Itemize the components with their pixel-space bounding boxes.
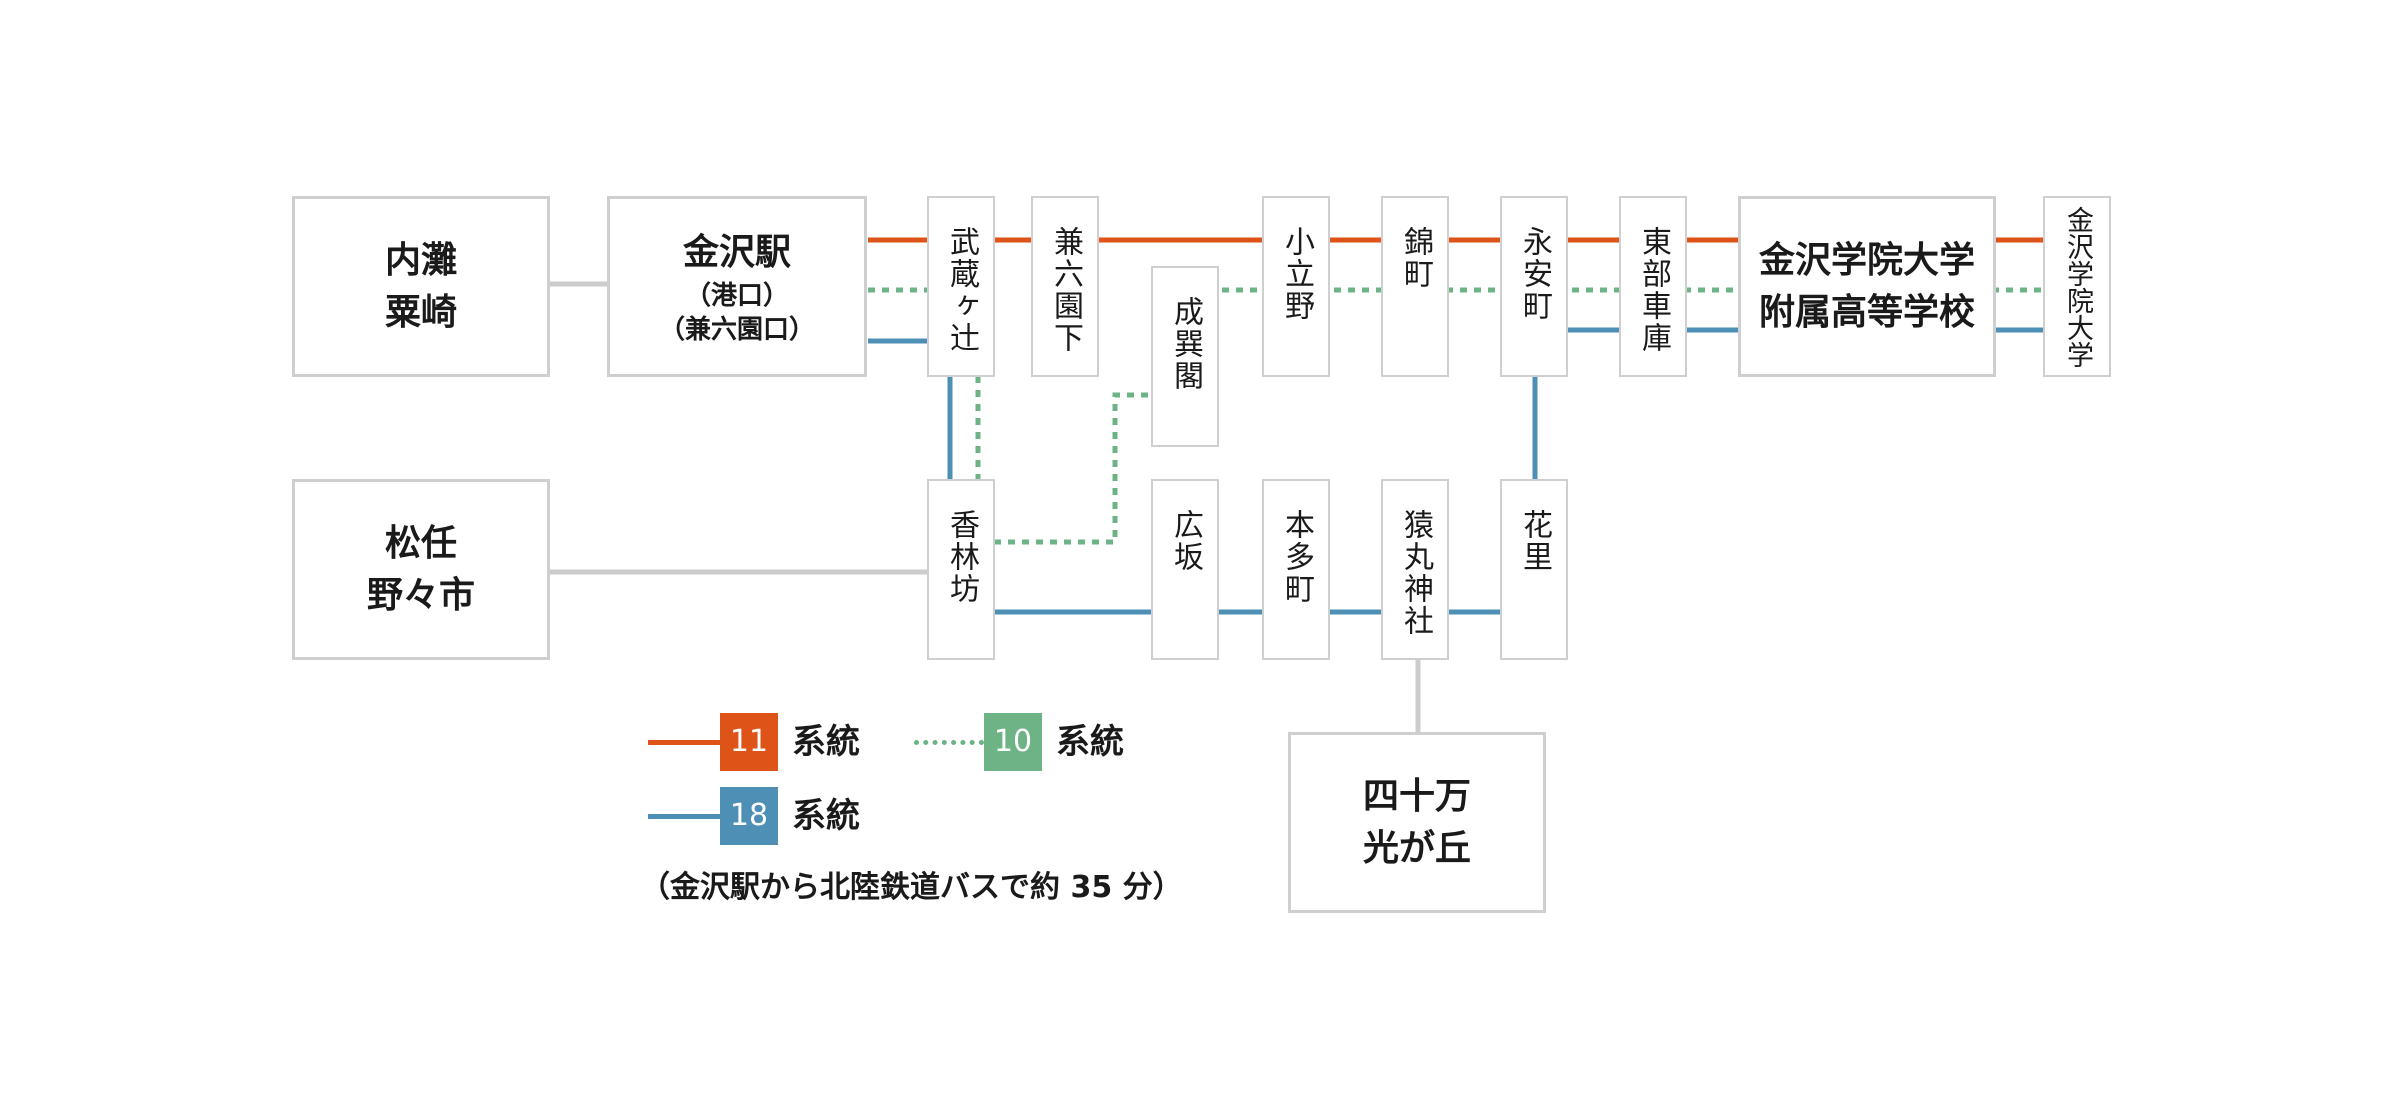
hub-yonjuman: 四十万 光が丘 (1288, 732, 1546, 913)
stop-kenrokuen-shita: 兼六園下 (1031, 196, 1099, 377)
stop-nishikimachi: 錦町 (1381, 196, 1449, 377)
legend-route18: 18 系統 (648, 787, 878, 845)
legend-route10-label: 系統 (1056, 722, 1124, 762)
stop-seisonkaku-label: 成巽閣 (1168, 296, 1203, 392)
hub-kanazawa-station-sub1: （港口） (684, 280, 789, 311)
legend-route10-number: 10 (984, 713, 1042, 771)
hub-uchinada-line1: 内灘 (384, 239, 457, 281)
legend-route11-number: 11 (720, 713, 778, 771)
stop-kanazawa-gakuin-univ-label: 金沢学院大学 (2062, 206, 2093, 368)
stop-korinbo: 香林坊 (927, 479, 995, 660)
stop-tobu-shako-label: 東部車庫 (1636, 226, 1671, 354)
hub-kanazawa-station-sub2: （兼六園口） (658, 314, 815, 345)
stop-musashigatsuji: 武蔵ヶ辻 (927, 196, 995, 377)
hub-yonjuman-line2: 光が丘 (1362, 827, 1471, 869)
stop-kotatsuno: 小立野 (1262, 196, 1330, 377)
legend-route11-swatch (648, 740, 724, 745)
hub-uchinada-line2: 粟崎 (384, 291, 457, 333)
stop-eiyasumachi-label: 永安町 (1517, 226, 1552, 322)
stop-hirosaka: 広坂 (1151, 479, 1219, 660)
stop-saruma-jinja-label: 猿丸神社 (1398, 509, 1433, 637)
hub-kanazawa-gakuin-hs-line2: 附属高等学校 (1758, 291, 1975, 333)
legend-route10: 10 系統 (914, 713, 1154, 771)
hub-matsuto-line2: 野々市 (366, 574, 475, 616)
stop-kanazawa-gakuin-univ: 金沢学院大学 (2043, 196, 2111, 377)
legend-route11: 11 系統 (648, 713, 878, 771)
hub-yonjuman-line1: 四十万 (1362, 775, 1471, 817)
stop-hanasato: 花里 (1500, 479, 1568, 660)
legend-route11-label: 系統 (792, 722, 860, 762)
hub-matsuto: 松任 野々市 (292, 479, 550, 660)
hub-matsuto-line1: 松任 (384, 522, 457, 564)
stop-kotatsuno-label: 小立野 (1279, 226, 1314, 322)
stop-hondamachi-label: 本多町 (1279, 509, 1314, 605)
route10-line (868, 287, 1152, 545)
hub-kanazawa-station: 金沢駅 （港口） （兼六園口） (607, 196, 867, 377)
stop-korinbo-label: 香林坊 (944, 509, 979, 605)
legend-route10-swatch (914, 740, 984, 745)
stop-eiyasumachi: 永安町 (1500, 196, 1568, 377)
legend-route18-swatch (648, 814, 724, 819)
hub-kanazawa-gakuin-hs-line1: 金沢学院大学 (1758, 239, 1975, 281)
stop-nishikimachi-label: 錦町 (1398, 226, 1433, 290)
stop-hondamachi: 本多町 (1262, 479, 1330, 660)
stop-hanasato-label: 花里 (1517, 509, 1552, 573)
legend-route18-label: 系統 (792, 796, 860, 836)
stop-hirosaka-label: 広坂 (1168, 509, 1203, 573)
legend-route18-number: 18 (720, 787, 778, 845)
legend-note: （金沢駅から北陸鉄道バスで約 35 分） (640, 870, 1183, 905)
hub-kanazawa-station-name: 金沢駅 (682, 231, 791, 273)
hub-uchinada: 内灘 粟崎 (292, 196, 550, 377)
stop-seisonkaku: 成巽閣 (1151, 266, 1219, 447)
stop-musashigatsuji-label: 武蔵ヶ辻 (944, 226, 979, 354)
hub-kanazawa-gakuin-hs: 金沢学院大学 附属高等学校 (1738, 196, 1996, 377)
stop-tobu-shako: 東部車庫 (1619, 196, 1687, 377)
stop-kenrokuen-shita-label: 兼六園下 (1048, 226, 1083, 354)
stop-saruma-jinja: 猿丸神社 (1381, 479, 1449, 660)
